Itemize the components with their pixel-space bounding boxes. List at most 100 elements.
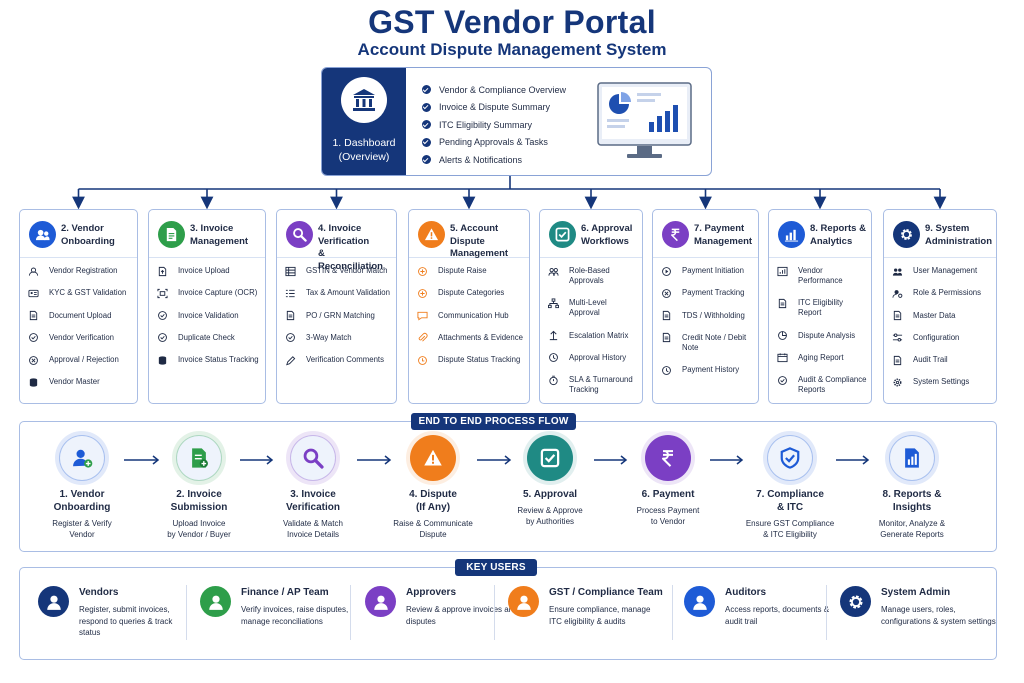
- module-item[interactable]: Invoice Upload: [157, 266, 261, 276]
- check-icon: [422, 102, 431, 112]
- user-name: Approvers: [406, 587, 457, 598]
- module-item[interactable]: Invoice Status Tracking: [157, 355, 261, 365]
- module-item[interactable]: Role & Permissions: [892, 288, 992, 298]
- user-name: Finance / AP Team: [241, 587, 329, 598]
- module-item[interactable]: 3-Way Match: [285, 333, 392, 343]
- module-item-label: Vendor Performance: [798, 266, 843, 285]
- user-divider: [350, 585, 351, 640]
- module-card[interactable]: 4. Invoice Verification& Reconciliation …: [276, 209, 397, 404]
- module-item[interactable]: Vendor Master: [28, 377, 133, 387]
- item-icon: [28, 355, 39, 365]
- item-icon: [28, 266, 39, 276]
- module-item[interactable]: Dispute Categories: [417, 288, 525, 298]
- module-item[interactable]: Dispute Status Tracking: [417, 355, 525, 365]
- checkbox-icon: [549, 221, 576, 248]
- user-divider: [494, 585, 495, 640]
- module-item-label: Configuration: [913, 332, 960, 342]
- module-item[interactable]: Payment Tracking: [661, 288, 754, 298]
- shield-icon: [767, 435, 813, 481]
- module-item[interactable]: User Management: [892, 266, 992, 276]
- dashboard-card[interactable]: 1. Dashboard (Overview) Vendor & Complia…: [321, 67, 712, 176]
- module-item[interactable]: Escalation Matrix: [548, 331, 638, 341]
- dashboard-item-label: ITC Eligibility Summary: [439, 119, 533, 130]
- module-item-label: Escalation Matrix: [569, 330, 629, 340]
- page-title: GST Vendor Portal: [368, 4, 656, 40]
- module-item[interactable]: Payment History: [661, 365, 754, 375]
- module-item[interactable]: Multi-Level Approval: [548, 298, 638, 318]
- module-item[interactable]: Document Upload: [28, 311, 133, 321]
- dashboard-item[interactable]: Pending Approvals & Tasks: [422, 134, 566, 152]
- module-card[interactable]: 8. Reports &Analytics Vendor Performance…: [768, 209, 872, 404]
- step-title-line1: 3. Invoice: [290, 489, 336, 500]
- module-item[interactable]: Configuration: [892, 333, 992, 343]
- item-icon: [892, 266, 903, 276]
- module-item[interactable]: Verification Comments: [285, 355, 392, 366]
- module-item[interactable]: Attachments & Evidence: [417, 333, 525, 343]
- module-item-label: Payment Tracking: [682, 288, 745, 298]
- module-item[interactable]: Approval / Rejection: [28, 355, 133, 365]
- module-item[interactable]: GSTIN & Vendor Match: [285, 266, 392, 276]
- bank-icon: [341, 77, 387, 123]
- module-title: 4. Invoice Verification& Reconciliation: [318, 223, 392, 273]
- flow-arrow-icon: [477, 455, 512, 465]
- module-item[interactable]: Payment Initiation: [661, 266, 754, 276]
- module-item[interactable]: Dispute Analysis: [777, 331, 867, 341]
- gear-icon: [893, 221, 920, 248]
- module-item[interactable]: Communication Hub: [417, 311, 525, 321]
- module-item[interactable]: KYC & GST Validation: [28, 288, 133, 298]
- module-item[interactable]: Audit Trail: [892, 355, 992, 365]
- module-item[interactable]: Vendor Verification: [28, 333, 133, 343]
- module-item[interactable]: Duplicate Check: [157, 333, 261, 343]
- module-item[interactable]: Vendor Registration: [28, 266, 133, 276]
- item-icon: [417, 288, 428, 298]
- process-step[interactable]: 8. Reports &Insights Monitor, Analyze &G…: [857, 435, 967, 540]
- item-icon: [777, 375, 788, 385]
- module-item[interactable]: SLA & Turnaround Tracking: [548, 375, 638, 395]
- module-item[interactable]: Approval History: [548, 353, 638, 363]
- item-icon: [661, 288, 672, 298]
- search-icon: [290, 435, 336, 481]
- module-item[interactable]: Role-Based Approvals: [548, 266, 638, 286]
- step-title-line2: Submission: [170, 502, 228, 513]
- module-item[interactable]: Master Data: [892, 311, 992, 321]
- module-item[interactable]: Aging Report: [777, 353, 867, 363]
- item-icon: [892, 311, 903, 321]
- module-item[interactable]: Invoice Capture (OCR): [157, 288, 261, 298]
- dashboard-item-label: Vendor & Compliance Overview: [439, 84, 567, 95]
- module-item[interactable]: System Settings: [892, 377, 992, 387]
- module-item[interactable]: ITC Eligibility Report: [777, 298, 867, 318]
- dashboard-item[interactable]: Vendor & Compliance Overview: [422, 81, 566, 99]
- process-step[interactable]: 7. Compliance& ITC Ensure GST Compliance…: [735, 435, 845, 540]
- dashboard-item[interactable]: Invoice & Dispute Summary: [422, 99, 566, 117]
- module-item[interactable]: Invoice Validation: [157, 311, 261, 321]
- item-icon: [777, 298, 788, 308]
- flow-arrow-icon: [836, 455, 870, 465]
- module-item[interactable]: Credit Note / Debit Note: [661, 333, 754, 353]
- module-item[interactable]: Dispute Raise: [417, 266, 525, 276]
- module-item[interactable]: Tax & Amount Validation: [285, 288, 392, 298]
- module-item[interactable]: Audit & Compliance Reports: [777, 375, 867, 395]
- module-item[interactable]: TDS / Withholding: [661, 311, 754, 321]
- module-item-label: Aging Report: [798, 352, 844, 362]
- module-item[interactable]: Vendor Performance: [777, 266, 867, 286]
- dashboard-item[interactable]: Alerts & Notifications: [422, 151, 566, 169]
- module-item-label: Invoice Upload: [178, 266, 230, 275]
- module-item[interactable]: PO / GRN Matching: [285, 311, 392, 321]
- module-item-label: TDS / Withholding: [682, 310, 745, 320]
- module-title-line2: Workflows: [581, 235, 629, 247]
- dashboard-item[interactable]: ITC Eligibility Summary: [422, 116, 566, 134]
